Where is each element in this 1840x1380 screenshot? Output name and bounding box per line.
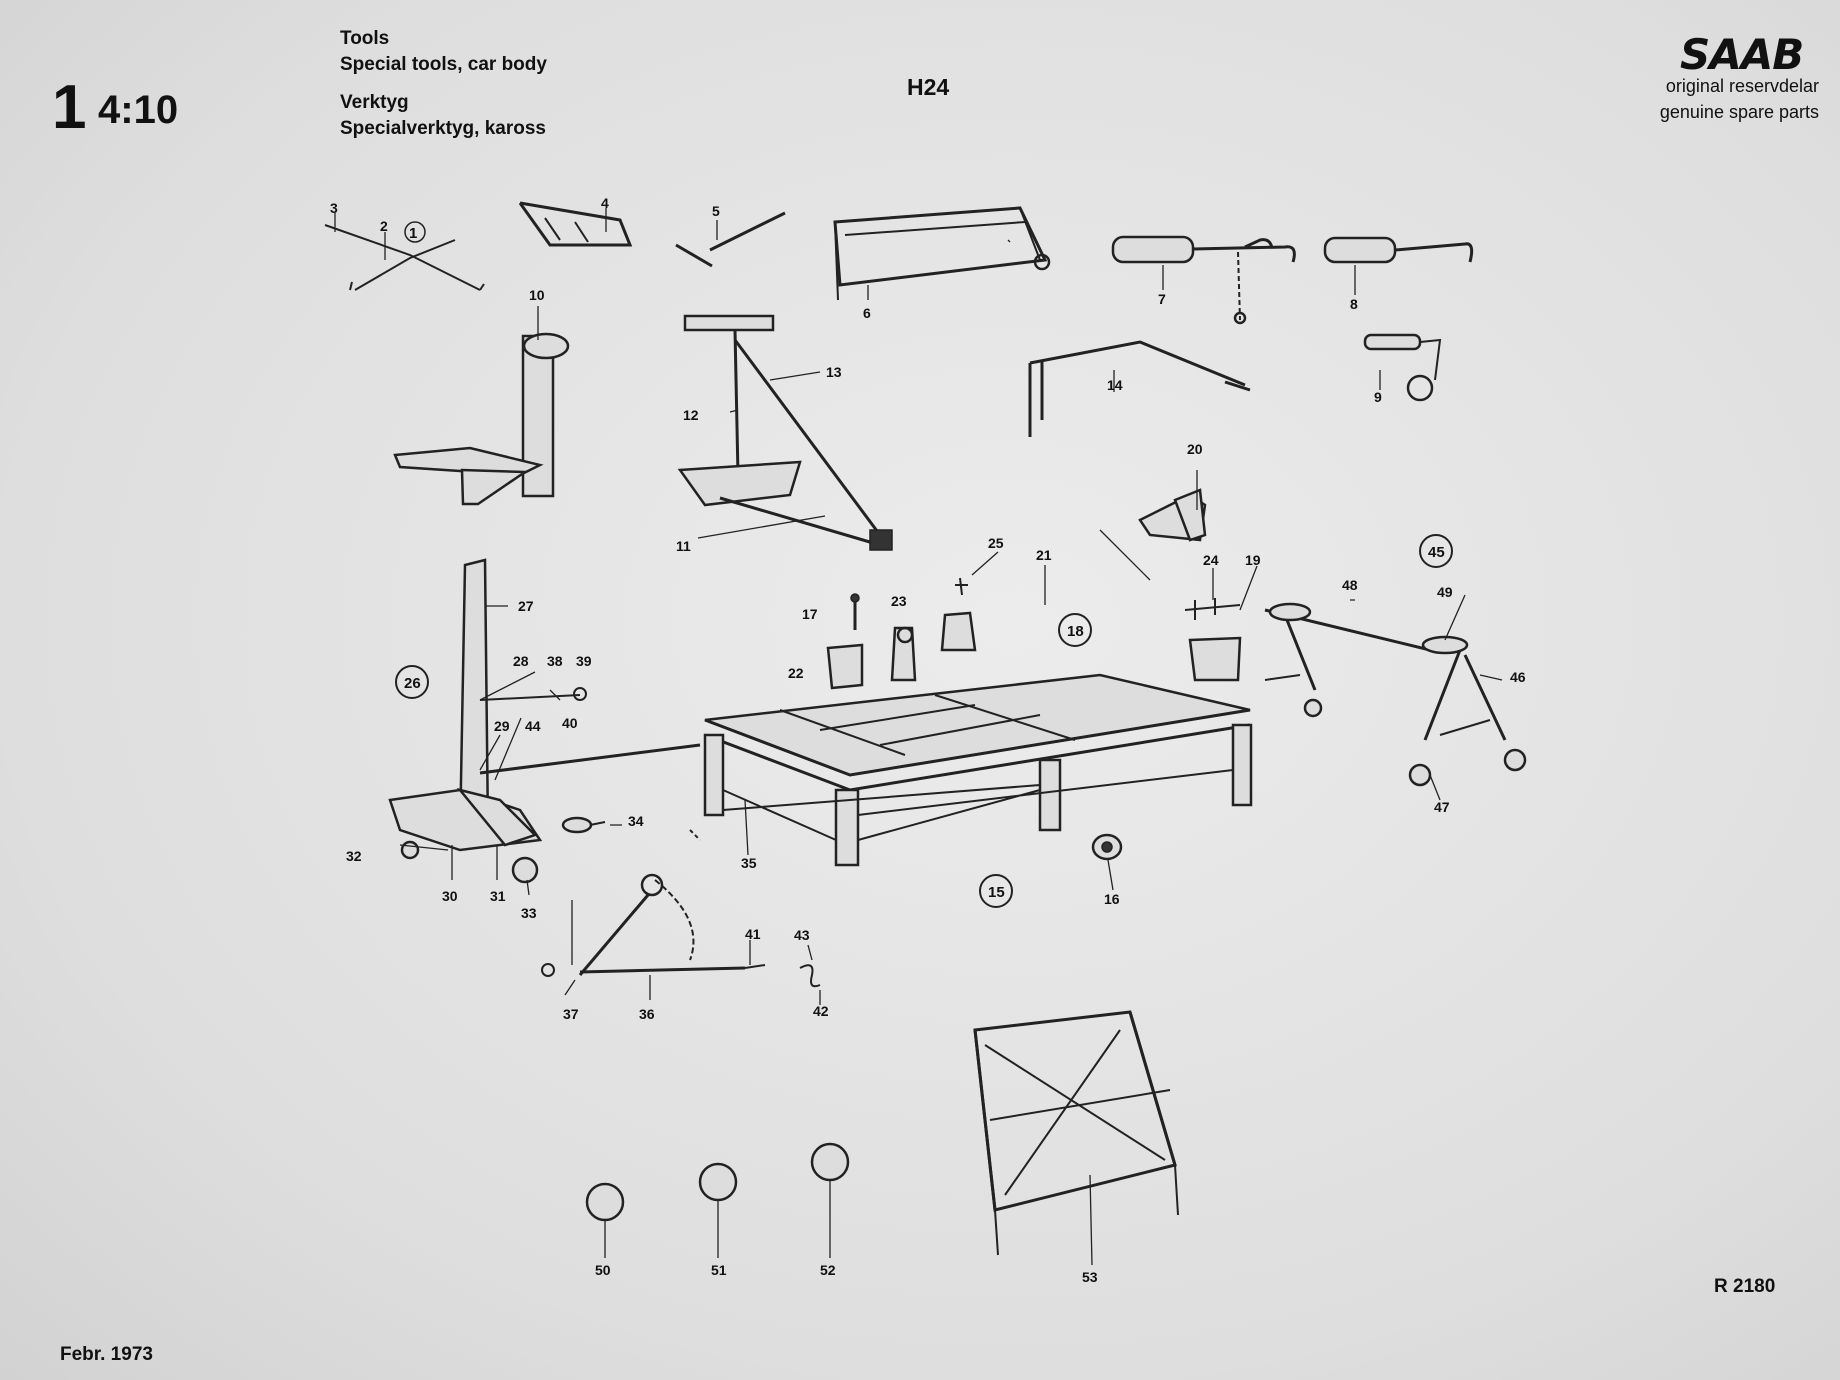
part-cross-bars bbox=[324, 221, 485, 291]
part-small-tools bbox=[826, 577, 1242, 690]
callout-20: 20 bbox=[1187, 441, 1203, 457]
part-stand-11-13 bbox=[677, 314, 893, 551]
callout-16: 16 bbox=[1104, 891, 1120, 907]
callout-39: 39 bbox=[576, 653, 592, 669]
callout-37: 37 bbox=[563, 1006, 579, 1022]
part-dolly-45 bbox=[1264, 602, 1527, 787]
brand-line-sv: original reservdelar bbox=[1665, 76, 1819, 96]
callout-22: 22 bbox=[788, 665, 804, 681]
callout-50: 50 bbox=[595, 1262, 611, 1278]
callout-31: 31 bbox=[490, 888, 506, 904]
callout-1: 1 bbox=[409, 225, 417, 242]
saab-logo: SAAB bbox=[1680, 30, 1804, 79]
callout-30: 30 bbox=[442, 888, 458, 904]
title-sv: Verktyg bbox=[340, 92, 409, 113]
part-bracket-20 bbox=[1138, 488, 1207, 542]
callout-19: 19 bbox=[1245, 552, 1261, 568]
callout-5: 5 bbox=[712, 203, 720, 219]
callout-27: 27 bbox=[518, 598, 534, 614]
callout-6: 6 bbox=[863, 305, 871, 321]
callout-46: 46 bbox=[1510, 669, 1526, 685]
callout-29: 29 bbox=[494, 718, 510, 734]
callout-8: 8 bbox=[1350, 296, 1358, 312]
subtitle-en: Special tools, car body bbox=[340, 54, 547, 75]
part-long-frame-6 bbox=[833, 206, 1051, 301]
reference-code: R 2180 bbox=[1714, 1276, 1776, 1297]
callout-42: 42 bbox=[813, 1003, 829, 1019]
callout-33: 33 bbox=[521, 905, 537, 921]
part-post-10 bbox=[393, 332, 570, 506]
callout-7: 7 bbox=[1158, 291, 1166, 307]
callout-53: 53 bbox=[1082, 1269, 1098, 1285]
callout-34: 34 bbox=[628, 813, 644, 829]
callout-18: 18 bbox=[1067, 623, 1084, 640]
part-braced-frame-53 bbox=[973, 1010, 1179, 1256]
part-hook-8 bbox=[1323, 236, 1474, 264]
part-clamp-34 bbox=[561, 816, 606, 834]
part-plugs-50-52 bbox=[585, 1142, 850, 1222]
callout-13: 13 bbox=[826, 364, 842, 380]
callout-51: 51 bbox=[711, 1262, 727, 1278]
part-puller-7 bbox=[1111, 235, 1296, 325]
part-bar-arm-14 bbox=[1028, 340, 1251, 437]
callout-11: 11 bbox=[676, 538, 691, 554]
callout-48: 48 bbox=[1342, 577, 1358, 593]
callout-14: 14 bbox=[1107, 377, 1123, 393]
callout-45: 45 bbox=[1428, 544, 1445, 561]
callout-44: 44 bbox=[525, 718, 541, 734]
part-frame-4 bbox=[518, 201, 633, 247]
title-en: Tools bbox=[340, 28, 390, 49]
callout-24: 24 bbox=[1203, 552, 1219, 568]
part-pulling-post-26 bbox=[388, 558, 701, 884]
callout-23: 23 bbox=[891, 593, 907, 609]
part-bench-15 bbox=[703, 673, 1253, 867]
callout-17: 17 bbox=[802, 606, 818, 622]
callout-26: 26 bbox=[404, 675, 421, 692]
page-number: 4:10 bbox=[98, 88, 179, 132]
callout-2: 2 bbox=[380, 218, 388, 234]
callout-52: 52 bbox=[820, 1262, 836, 1278]
brand-line-en: genuine spare parts bbox=[1659, 102, 1819, 122]
part-roller-16 bbox=[1091, 833, 1123, 861]
leader-lines bbox=[334, 208, 1503, 1266]
callout-9: 9 bbox=[1374, 389, 1382, 405]
callout-32: 32 bbox=[346, 848, 362, 864]
callout-40: 40 bbox=[562, 715, 578, 731]
callout-12: 12 bbox=[683, 407, 699, 423]
callout-47: 47 bbox=[1434, 799, 1450, 815]
callout-4: 4 bbox=[601, 195, 609, 211]
callout-25: 25 bbox=[988, 535, 1004, 551]
part-chain-assembly-36 bbox=[541, 829, 821, 988]
callout-3: 3 bbox=[330, 200, 338, 216]
callout-36: 36 bbox=[639, 1006, 655, 1022]
circled-rings bbox=[395, 534, 1453, 908]
callout-49: 49 bbox=[1437, 584, 1453, 600]
part-t-bar-5 bbox=[675, 211, 786, 268]
callout-41: 41 bbox=[745, 926, 761, 942]
callout-43: 43 bbox=[794, 927, 810, 943]
callout-21: 21 bbox=[1036, 547, 1052, 563]
callout-10: 10 bbox=[529, 287, 545, 303]
part-wheel-tool-9 bbox=[1363, 333, 1442, 402]
date-stamp: Febr. 1973 bbox=[60, 1344, 153, 1365]
callout-35: 35 bbox=[741, 855, 757, 871]
group-code: H24 bbox=[907, 74, 950, 100]
callout-38: 38 bbox=[547, 653, 563, 669]
section-number: 1 bbox=[52, 73, 87, 142]
callout-28: 28 bbox=[513, 653, 529, 669]
callout-15: 15 bbox=[988, 884, 1005, 901]
subtitle-sv: Specialverktyg, kaross bbox=[340, 118, 546, 139]
